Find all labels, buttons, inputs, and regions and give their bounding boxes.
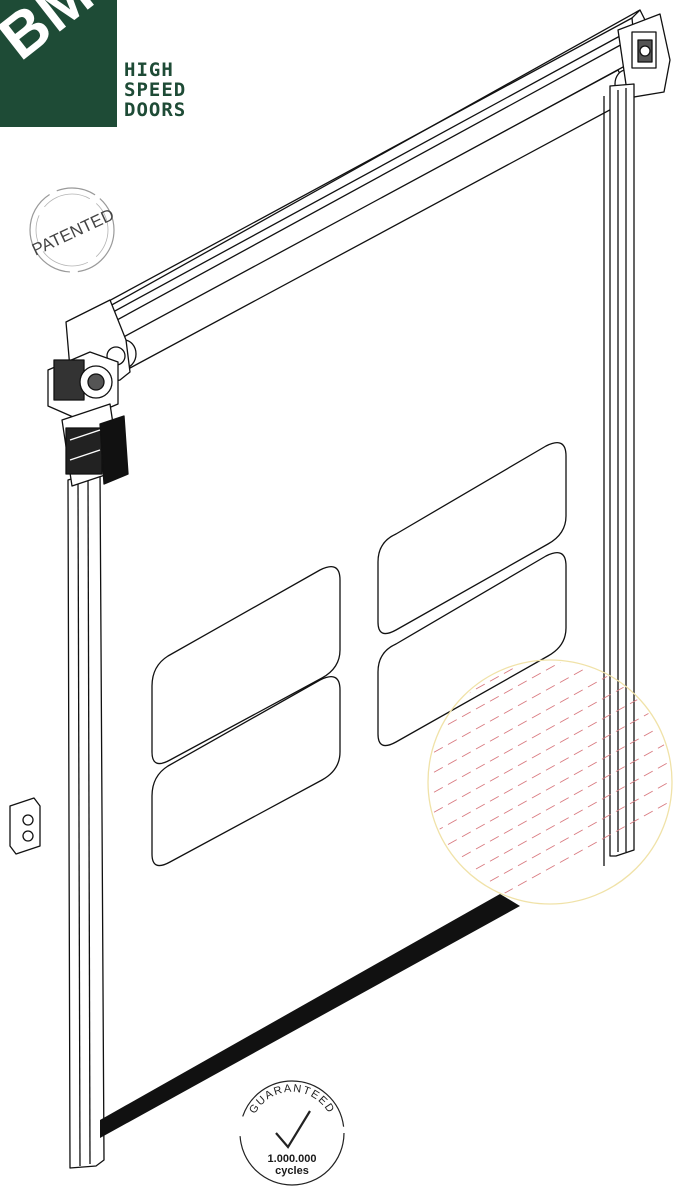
window-right-lower: [377, 552, 567, 747]
motor-assembly: [47, 351, 129, 487]
brand-line-doors: DOORS: [124, 99, 187, 121]
brand-line-speed: SPEED: [124, 79, 187, 101]
right-guide-rail: [609, 83, 635, 857]
control-box: [9, 797, 41, 855]
patented-stamp: PATENTED: [29, 187, 117, 273]
zoom-detail-circle: [427, 659, 673, 905]
curtain-bottom-edge: [100, 894, 520, 1138]
cycles-unit: cycles: [275, 1165, 309, 1177]
left-guide-rail: [67, 469, 105, 1169]
window-left-lower: [151, 676, 341, 867]
cycles-count: 1.000.000 cycles: [228, 1153, 356, 1177]
bmf-logo: BMF: [0, 0, 117, 127]
window-left-upper: [151, 566, 341, 765]
cycles-value: 1.000.000: [267, 1153, 317, 1165]
guarantee-badge: GUARANTEED 1.000.000 cycles: [228, 1075, 356, 1191]
guaranteed-label: GUARANTEED: [247, 1083, 335, 1116]
brand-line-high: HIGH: [124, 59, 174, 81]
zoom-hatching: [430, 662, 670, 902]
window-right-upper: [377, 442, 567, 635]
guarantee-ring: GUARANTEED: [239, 1080, 345, 1186]
brand-tagline: HIGH SPEED DOORS: [124, 60, 186, 120]
roller-tube: [117, 69, 633, 369]
checkmark-icon: [275, 1110, 311, 1149]
svg-text:GUARANTEED: GUARANTEED: [247, 1083, 337, 1116]
